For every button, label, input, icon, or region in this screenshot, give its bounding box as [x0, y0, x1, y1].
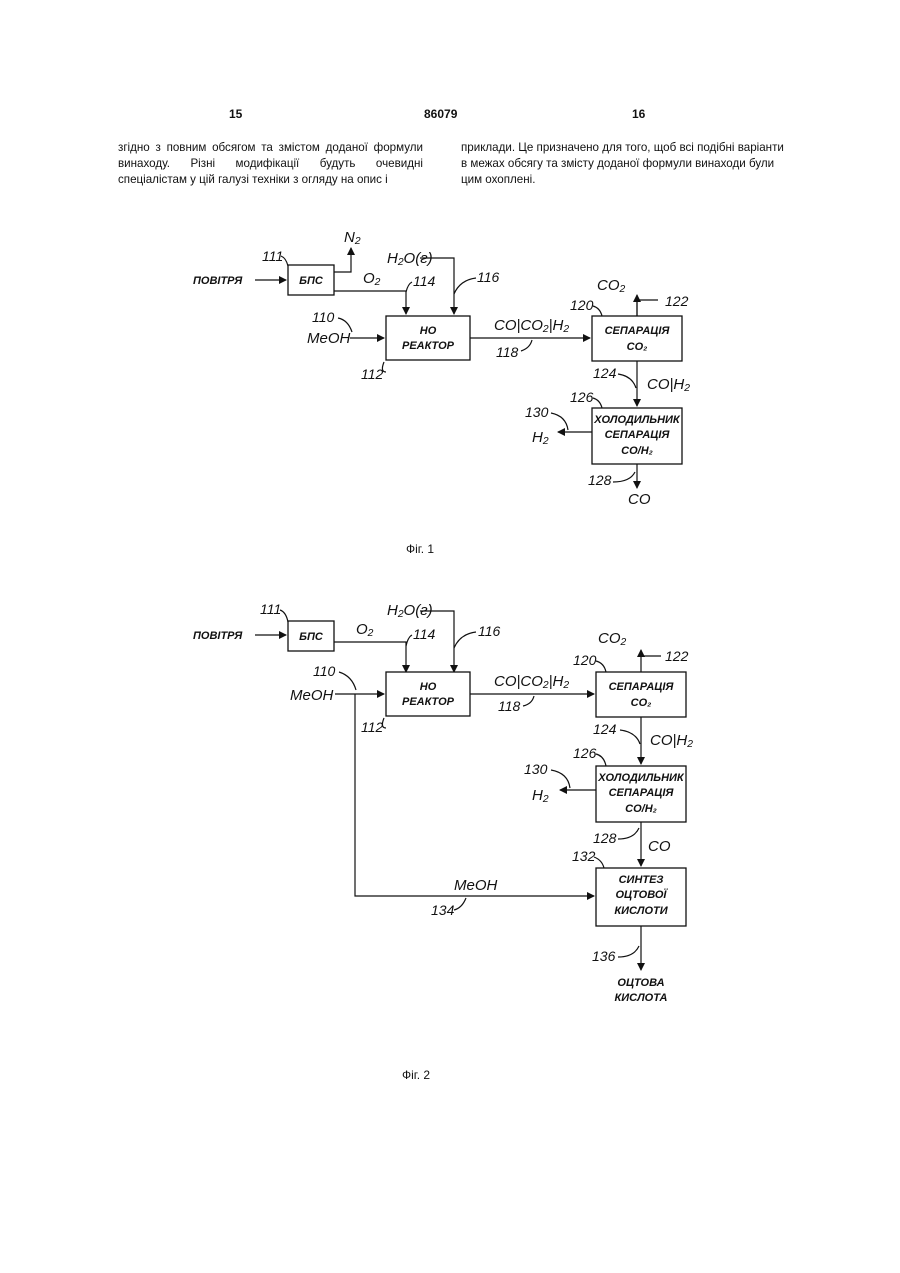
reactor-label-1: НО — [420, 325, 437, 337]
stream-mix-label: CO|CO₂|H₂ — [494, 317, 569, 334]
co2-out-label-2: CO₂ — [598, 630, 627, 647]
paragraph-right: приклади. Це призначено для того, щоб вс… — [461, 140, 787, 188]
reactor-block-2 — [386, 672, 470, 716]
cold-label-2: СЕПАРАЦІЯ — [605, 429, 671, 441]
paragraph-left: згідно з повним обсягом та змістом додан… — [118, 140, 423, 188]
h2-out-label: H₂ — [532, 429, 549, 446]
co2-separation-block-2 — [596, 672, 686, 717]
ref-136: 136 — [592, 948, 616, 964]
air-input-label-2: ПОВІТРЯ — [193, 630, 243, 642]
ref-128-2: 128 — [593, 830, 617, 846]
reactor-label-2: РЕАКТОР — [402, 340, 455, 352]
synth-label-1: СИНТЕЗ — [619, 874, 664, 886]
product-label-2: КИСЛОТА — [615, 992, 668, 1004]
figure-2-diagram: ПОВІТРЯ БПС 111 O₂ 114 H₂O(г) 116 MeOH 1… — [180, 590, 740, 1020]
text-column-right: приклади. Це призначено для того, щоб вс… — [461, 140, 787, 188]
bps-label-2: БПС — [299, 631, 324, 643]
h2o-label: H₂O(г) — [387, 250, 433, 267]
reactor-label-2-2: РЕАКТОР — [402, 696, 455, 708]
ref-116-2: 116 — [478, 623, 501, 639]
cold-label-2-1: ХОЛОДИЛЬНИК — [597, 772, 685, 784]
air-input-label: ПОВІТРЯ — [193, 275, 243, 287]
ref-116: 116 — [477, 269, 500, 285]
page-number-left: 15 — [229, 107, 242, 121]
figure-1-diagram: ПОВІТРЯ БПС 111 N₂ O₂ 114 H₂O(г) 116 MeO… — [180, 220, 740, 520]
ref-130: 130 — [525, 404, 549, 420]
ref-114: 114 — [413, 273, 436, 289]
ref-120-2: 120 — [573, 652, 597, 668]
synth-label-3: КИСЛОТИ — [614, 905, 668, 917]
ref-110-2: 110 — [313, 663, 336, 679]
cold-label-2-2: СЕПАРАЦІЯ — [609, 787, 675, 799]
ref-110: 110 — [312, 309, 335, 325]
co-label-2: CO — [648, 838, 671, 855]
reactor-block — [386, 316, 470, 360]
ref-124-2: 124 — [593, 721, 617, 737]
ref-124: 124 — [593, 365, 617, 381]
stream-mix-label-2: CO|CO₂|H₂ — [494, 673, 569, 690]
ref-122-2: 122 — [665, 648, 689, 664]
ref-126-2: 126 — [573, 745, 597, 761]
meoh-label-2: MeOH — [290, 687, 334, 704]
ref-128: 128 — [588, 472, 612, 488]
co-out-label: CO — [628, 491, 651, 508]
ref-118: 118 — [496, 344, 519, 360]
sep-label-2: СО₂ — [627, 341, 648, 353]
h2-out-label-2: H₂ — [532, 787, 549, 804]
synth-label-2: ОЦТОВОЇ — [616, 888, 669, 901]
ref-111: 111 — [262, 248, 283, 264]
sep-label-2-1: СЕПАРАЦІЯ — [609, 681, 675, 693]
cold-label-2-3: СО/Н₂ — [625, 803, 657, 815]
meoh-branch-label: MeOH — [454, 877, 498, 894]
reactor-label-2-1: НО — [420, 681, 437, 693]
product-label-1: ОЦТОВА — [617, 977, 664, 989]
document-number: 86079 — [424, 107, 457, 121]
bps-label: БПС — [299, 275, 324, 287]
ref-114-2: 114 — [413, 626, 436, 642]
sep-label-2-2: СО₂ — [631, 697, 652, 709]
n2-label: N₂ — [344, 229, 361, 246]
ref-111-2: 111 — [260, 601, 281, 617]
ref-132: 132 — [572, 848, 596, 864]
ref-130-2: 130 — [524, 761, 548, 777]
ref-122: 122 — [665, 293, 689, 309]
ref-118-2: 118 — [498, 698, 521, 714]
ref-112-2: 112 — [361, 719, 384, 735]
o2-label: O₂ — [363, 270, 381, 287]
cold-label-1: ХОЛОДИЛЬНИК — [593, 414, 681, 426]
cold-label-3: СО/Н₂ — [621, 445, 653, 457]
o2-label-2: O₂ — [356, 621, 374, 638]
ref-126: 126 — [570, 389, 594, 405]
co-h2-label-2: CO|H₂ — [650, 732, 693, 749]
meoh-label: MeOH — [307, 330, 351, 347]
text-column-left: згідно з повним обсягом та змістом додан… — [118, 140, 423, 188]
co-h2-label: CO|H₂ — [647, 376, 690, 393]
figure-2-caption: Фіг. 2 — [402, 1068, 430, 1082]
figure-1-caption: Фіг. 1 — [406, 542, 434, 556]
co2-out-label: CO₂ — [597, 277, 626, 294]
ref-120: 120 — [570, 297, 594, 313]
sep-label-1: СЕПАРАЦІЯ — [605, 325, 671, 337]
page-number-right: 16 — [632, 107, 645, 121]
h2o-label-2: H₂O(г) — [387, 602, 433, 619]
co2-separation-block — [592, 316, 682, 361]
ref-134: 134 — [431, 902, 455, 918]
ref-112: 112 — [361, 366, 384, 382]
